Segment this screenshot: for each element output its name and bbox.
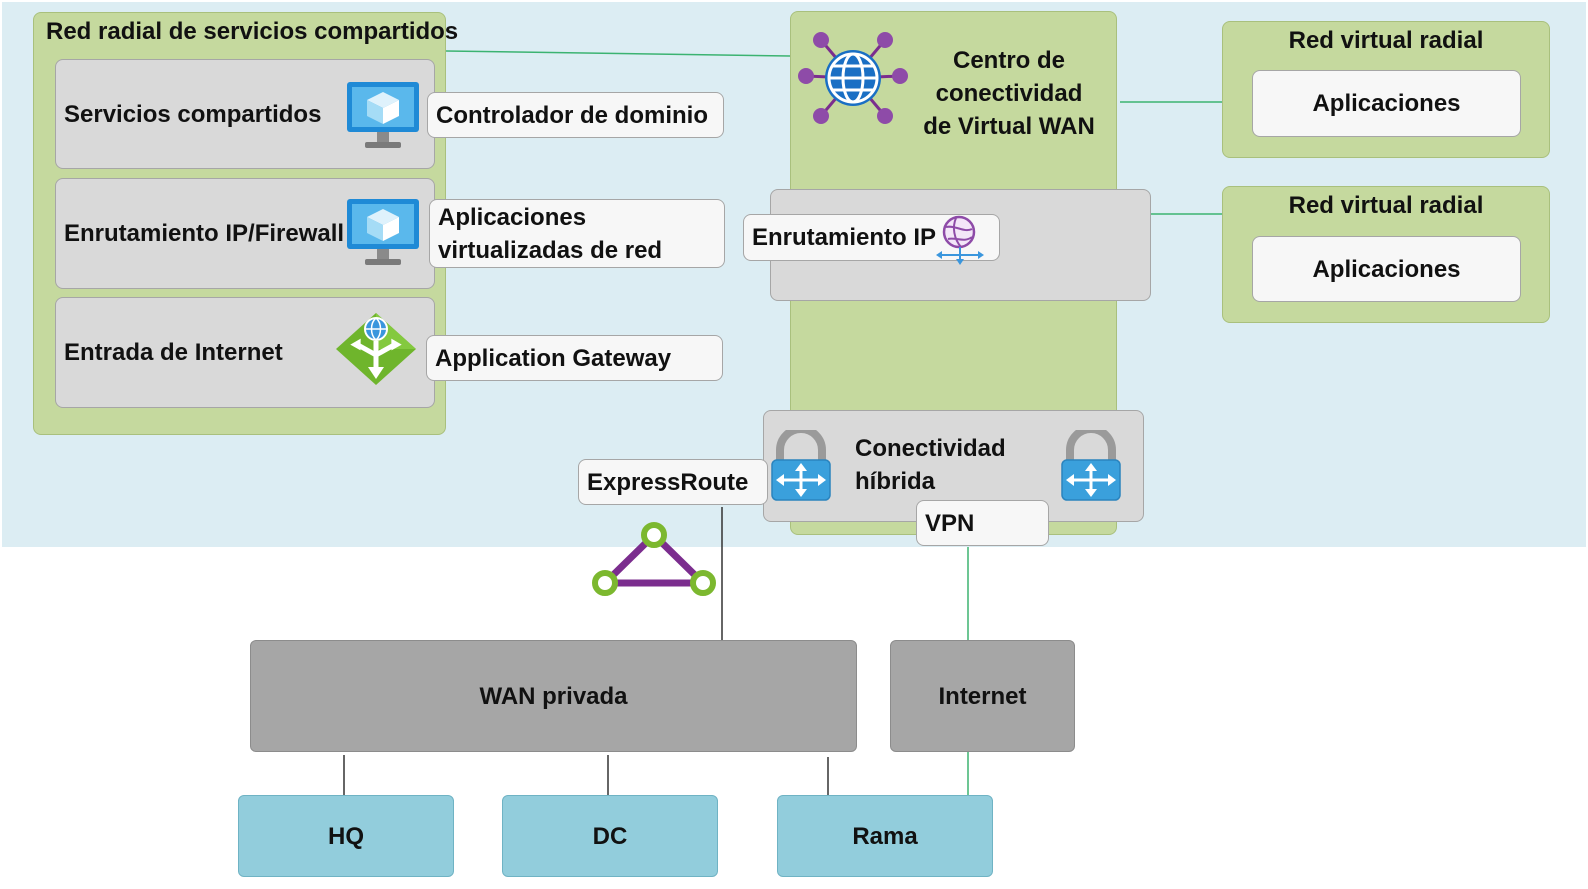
nva-label-line1: Aplicaciones xyxy=(438,204,587,231)
connector-shared-hub-to-vwan xyxy=(445,50,791,57)
site-rama-label: Rama xyxy=(852,822,918,850)
nva-tag: Aplicaciones virtualizadas de red xyxy=(429,199,725,268)
private-wan-box: WAN privada xyxy=(250,640,857,752)
site-hq: HQ xyxy=(238,795,454,877)
site-dc-label: DC xyxy=(592,822,628,850)
expressroute-tag: ExpressRoute xyxy=(578,459,768,505)
domain-controller-tag: Controlador de dominio xyxy=(427,92,724,138)
hybrid-connectivity-label: Conectividad híbrida xyxy=(855,432,1006,498)
vwan-hub-title-line2: conectividad xyxy=(935,79,1083,107)
hybrid-label-line2: híbrida xyxy=(855,468,936,495)
vwan-hub-title-line3: de Virtual WAN xyxy=(923,112,1095,140)
shared-services-label: Servicios compartidos xyxy=(64,100,322,128)
spoke-vnet-1-title: Red virtual radial xyxy=(1288,27,1484,54)
ip-routing-firewall-row: Enrutamiento IP/Firewall xyxy=(55,178,435,289)
virtual-machine-icon xyxy=(347,199,419,265)
expressroute-gateway-icon xyxy=(771,430,831,501)
spoke-2-apps-label: Aplicaciones xyxy=(1312,255,1461,283)
nva-label-line2: virtualizadas de red xyxy=(438,237,663,264)
application-gateway-icon xyxy=(336,313,416,385)
site-dc: DC xyxy=(502,795,718,877)
hybrid-label-line1: Conectividad xyxy=(855,435,1006,462)
vpn-tag: VPN xyxy=(916,500,1049,546)
vpn-label: VPN xyxy=(925,509,975,537)
vwan-hub-title: Centro de conectividad de Virtual WAN xyxy=(905,43,1113,143)
site-rama: Rama xyxy=(777,795,993,877)
route-icon xyxy=(936,215,984,265)
vpn-gateway-icon xyxy=(1061,430,1121,501)
virtual-wan-globe-icon xyxy=(798,32,908,124)
domain-controller-label: Controlador de dominio xyxy=(436,101,708,129)
private-wan-label: WAN privada xyxy=(479,682,628,710)
spoke-vnet-2-title: Red virtual radial xyxy=(1288,192,1484,219)
vwan-hub-title-line1: Centro de xyxy=(952,46,1065,74)
application-gateway-label: Application Gateway xyxy=(435,344,672,372)
ip-routing-firewall-label: Enrutamiento IP/Firewall xyxy=(64,220,345,247)
internet-ingress-label: Entrada de Internet xyxy=(64,339,283,366)
expressroute-label: ExpressRoute xyxy=(587,468,749,496)
shared-hub-title: Red radial de servicios compartidos xyxy=(46,18,459,45)
internet-label: Internet xyxy=(938,682,1027,710)
internet-box: Internet xyxy=(890,640,1075,752)
spoke-1-apps-label: Aplicaciones xyxy=(1312,90,1461,117)
ip-routing-label: Enrutamiento IP xyxy=(752,224,937,251)
virtual-machine-icon xyxy=(347,82,419,148)
expressroute-circuit-icon xyxy=(592,522,716,596)
spoke-2-apps: Aplicaciones xyxy=(1252,236,1521,302)
site-hq-label: HQ xyxy=(328,822,364,850)
spoke-1-apps: Aplicaciones xyxy=(1252,70,1521,137)
application-gateway-tag: Application Gateway xyxy=(426,335,723,381)
